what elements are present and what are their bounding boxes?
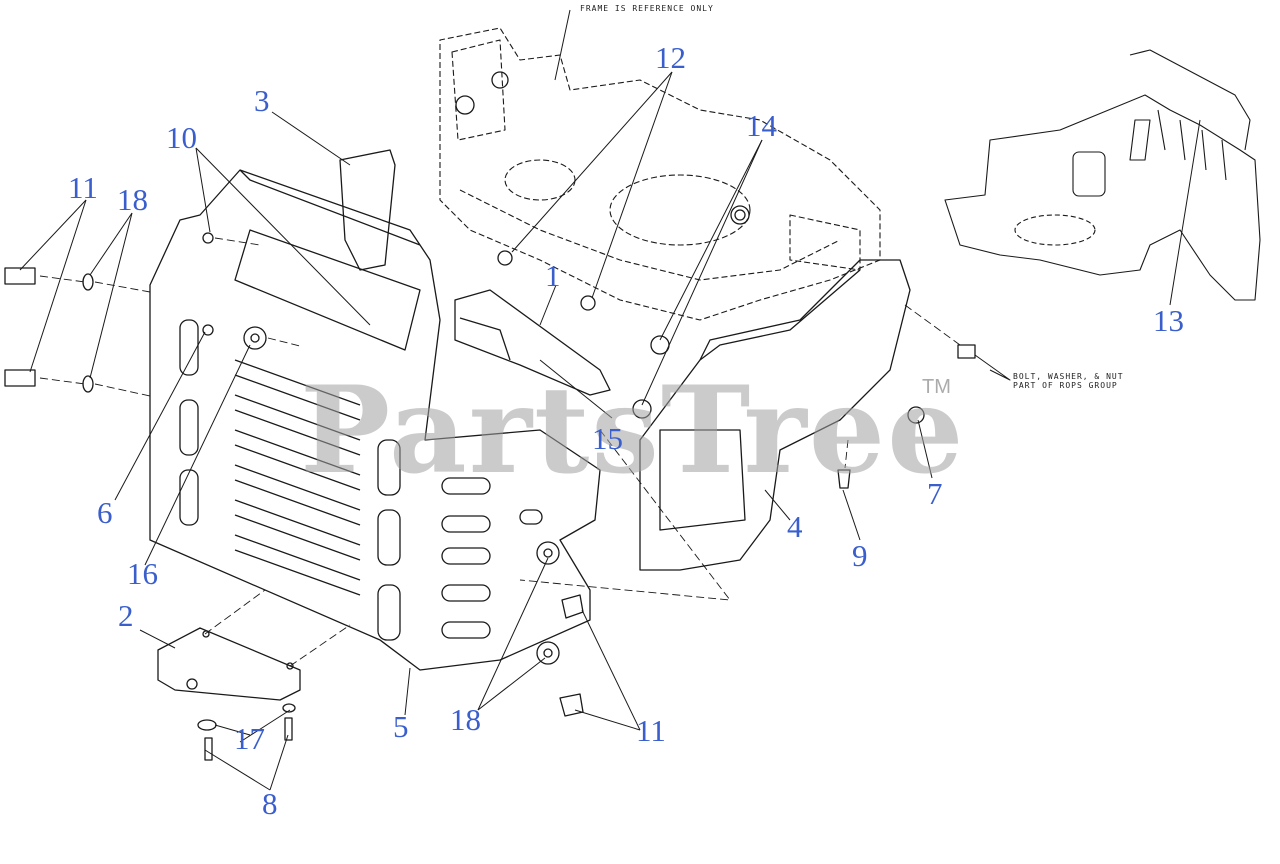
- callout-13: 13: [1153, 303, 1184, 338]
- frame-reference-note: FRAME IS REFERENCE ONLY: [580, 4, 714, 13]
- watermark: PartsTree: [300, 360, 966, 501]
- part-3-bracket: [339, 149, 396, 271]
- callout-7: 7: [927, 476, 943, 511]
- leader-lines: [19, 9, 1201, 791]
- nut: [730, 205, 750, 225]
- rops-note-line-2: PART OF ROPS GROUP: [1013, 381, 1118, 391]
- trademark-mark: TM: [922, 376, 951, 398]
- nut: [491, 71, 509, 89]
- callout-6: 6: [97, 495, 113, 530]
- part-4-side-plate: [639, 259, 911, 571]
- callout-15: 15: [592, 421, 623, 456]
- callout-14: 14: [746, 108, 777, 143]
- callout-5: 5: [393, 709, 409, 744]
- callout-18-bottom: 18: [450, 702, 481, 737]
- frame-reference: [439, 27, 881, 321]
- part-2-plate: [157, 627, 301, 701]
- callout-16: 16: [127, 556, 158, 591]
- inset-view: [944, 49, 1261, 301]
- callout-9: 9: [852, 538, 868, 573]
- slots: [179, 319, 543, 641]
- callout-11-bottom: 11: [636, 713, 666, 748]
- callout-11-left: 11: [68, 170, 98, 205]
- callout-12: 12: [655, 40, 686, 75]
- callout-2: 2: [118, 598, 134, 633]
- callout-3: 3: [254, 83, 270, 118]
- callout-1: 1: [545, 258, 561, 293]
- callout-17: 17: [234, 721, 265, 756]
- callout-18-left: 18: [117, 182, 148, 217]
- callout-10: 10: [166, 120, 197, 155]
- callout-4: 4: [787, 509, 803, 544]
- callout-8: 8: [262, 786, 278, 821]
- part-1-rail: [454, 289, 611, 396]
- bolt-head: [455, 95, 475, 115]
- rops-note: BOLT, WASHER, & NUT PART OF ROPS GROUP: [1013, 372, 1124, 390]
- rops-note-line-1: BOLT, WASHER, & NUT: [1013, 372, 1124, 381]
